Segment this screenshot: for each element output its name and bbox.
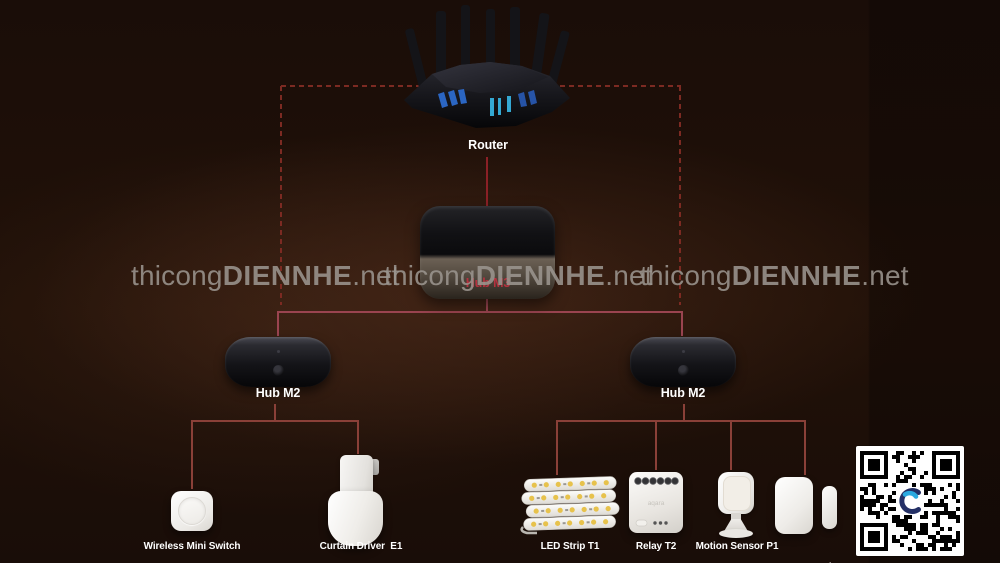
led-strip-image (519, 475, 621, 537)
bracket-hubm3 (277, 311, 683, 313)
hub-m2-right-image (630, 337, 736, 387)
drop-relay (655, 420, 657, 470)
svg-text:aqara: aqara (648, 500, 665, 507)
hub-m2-left-image (225, 337, 331, 387)
watermark-suffix: .net (352, 260, 400, 291)
hub-m3-image (420, 206, 555, 299)
watermark-left: thicongDIENNHE.net (131, 260, 400, 292)
drop-curtain-driver (357, 420, 359, 454)
door-window-sensor-image (775, 477, 839, 535)
watermark-prefix: thicong (131, 260, 223, 291)
watermark-suffix: .net (605, 260, 653, 291)
drop-door-sensor (804, 420, 806, 475)
motion-sensor-label: Motion Sensor P1 (695, 541, 779, 552)
watermark-prefix: thicong (384, 260, 476, 291)
motion-sensor-lens (723, 476, 751, 511)
relay-label: Relay T2 (635, 541, 677, 552)
link-hubm2r-bracket (683, 404, 685, 421)
curtain-driver-image (328, 455, 386, 546)
door-sensor-magnet (822, 486, 837, 529)
watermark-prefix: thicong (640, 260, 732, 291)
motion-sensor-neck (731, 513, 741, 520)
bracket-hubm2-right (556, 420, 806, 422)
hub-m2-left-label: Hub M2 (255, 386, 301, 400)
led-strip-label: LED Strip T1 (540, 541, 600, 552)
watermark-bold: DIENNHE (731, 260, 862, 291)
link-router-hubm3 (486, 157, 488, 207)
watermark-suffix: .net (861, 260, 909, 291)
relay-image: aqara (629, 472, 683, 533)
bracket-hubm2-left (191, 420, 359, 422)
hub-m2-right-label: Hub M2 (660, 386, 706, 400)
watermark-bold: DIENNHE (222, 260, 353, 291)
link-hubm2l-bracket (274, 404, 276, 421)
watermark-center: thicongDIENNHE.net (384, 260, 653, 292)
wireless-mini-switch-image (171, 491, 213, 531)
door-window-sensor-label: Door and Window Sensor (773, 535, 847, 563)
hub-m3-label: Hub M3 (465, 276, 511, 290)
drop-led-strip (556, 420, 558, 475)
motion-sensor-foot (719, 529, 753, 538)
watermark-right: thicongDIENNHE.net (640, 260, 909, 292)
drop-mini-switch (191, 420, 193, 489)
curtain-driver-clip (370, 459, 379, 475)
motion-sensor-image (713, 472, 761, 538)
curtain-driver-body (328, 491, 383, 546)
drop-hubm2-left (277, 311, 279, 336)
router-image (398, 2, 576, 135)
curtain-driver-label: Curtain Driver E1 (319, 541, 403, 552)
wireless-mini-switch-label: Wireless Mini Switch (143, 541, 241, 552)
drop-motion-sensor (730, 420, 732, 470)
door-sensor-main (775, 477, 813, 534)
drop-hubm2-right (681, 311, 683, 336)
router-label: Router (468, 138, 508, 152)
link-hubm3-bracket (486, 299, 488, 312)
watermark-bold: DIENNHE (475, 260, 606, 291)
wireless-link-left (280, 86, 282, 305)
wireless-link-right (679, 86, 681, 305)
qr-code (856, 446, 964, 556)
